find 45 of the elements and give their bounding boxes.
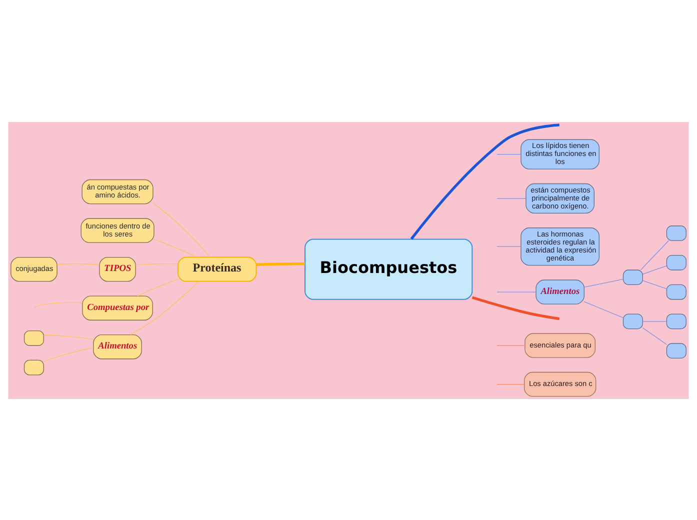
node-box: Proteínas (178, 256, 257, 282)
node-box (24, 359, 44, 375)
node-box: án compuestas por amino ácidos. (82, 178, 154, 204)
connector (472, 296, 560, 320)
node-box: Alimentos (536, 279, 584, 304)
connector (152, 202, 210, 258)
node-box (666, 254, 686, 270)
node-box: Los azúcares son c (524, 371, 596, 396)
connector (43, 346, 94, 362)
node-box (622, 269, 643, 285)
connector (642, 327, 667, 344)
node-box: Compuestas por (82, 295, 153, 320)
node-box (622, 313, 643, 329)
connector (256, 262, 306, 266)
node-box: Alimentos (93, 334, 142, 359)
node-box: Los lípidos tienen distintas funciones en los (520, 138, 600, 169)
connector (642, 280, 667, 289)
node-box: están compuestos principalmente de carbono oxígeno. (526, 182, 594, 213)
node-box: TIPOS (99, 256, 136, 282)
connector (56, 262, 100, 265)
node-box: funciones dentro de los seres (80, 218, 154, 242)
connector (154, 238, 198, 258)
connector (496, 291, 536, 292)
connector (640, 240, 670, 270)
connector (642, 320, 667, 322)
node-box (666, 284, 686, 300)
connector (410, 123, 560, 240)
connector (496, 383, 525, 384)
connector (584, 278, 624, 288)
node-box (666, 342, 686, 358)
connector (496, 344, 526, 346)
node-box: esenciales para qu (524, 332, 596, 358)
connector (137, 278, 178, 296)
node-box: Biocompuestos (304, 238, 473, 300)
connector (135, 262, 178, 265)
connector (584, 300, 624, 318)
connector (130, 280, 200, 335)
node-box: Las hormonas esteroides regulan la actividad la expresión genética (520, 227, 600, 266)
node-box: conjugadas (10, 256, 58, 282)
node-box (666, 225, 686, 240)
connector (642, 264, 667, 274)
node-box (666, 313, 686, 329)
connector (43, 334, 94, 340)
connector (34, 302, 83, 308)
node-box (24, 330, 44, 346)
